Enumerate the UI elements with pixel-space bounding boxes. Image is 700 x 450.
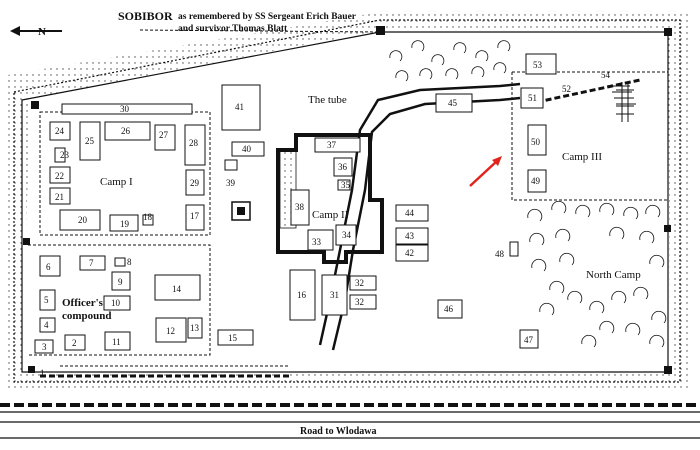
building-43: 43 xyxy=(405,231,415,241)
building-46: 46 xyxy=(444,304,454,314)
building-4: 4 xyxy=(44,320,49,330)
road xyxy=(0,421,700,439)
building-45: 45 xyxy=(448,98,458,108)
pit-marker xyxy=(231,201,251,221)
building-13: 13 xyxy=(190,323,200,333)
perimeter-fence xyxy=(13,19,681,383)
building-44: 44 xyxy=(405,208,415,218)
building-16: 16 xyxy=(297,290,307,300)
building-41: 41 xyxy=(235,102,244,112)
forest-trees xyxy=(389,40,667,348)
road-label: Road to Wlodawa xyxy=(300,426,377,437)
camp1-label: Camp I xyxy=(100,176,133,188)
map-title: SOBIBOR xyxy=(118,9,173,23)
railway xyxy=(0,374,700,413)
building-38: 38 xyxy=(295,202,305,212)
building-27: 27 xyxy=(159,130,169,140)
building-54: 54 xyxy=(601,70,611,80)
camp3-label: Camp III xyxy=(562,151,602,163)
officers-label-2: compound xyxy=(62,310,112,322)
red-arrow xyxy=(469,156,502,187)
building-18: 18 xyxy=(143,212,153,222)
building-1: 1 xyxy=(40,368,45,378)
building-53: 53 xyxy=(533,60,543,70)
building-52: 52 xyxy=(562,84,571,94)
north-camp-label: North Camp xyxy=(586,269,641,281)
tube-label: The tube xyxy=(308,94,347,106)
building-24: 24 xyxy=(55,126,65,136)
subtitle-line-1: as remembered by SS Sergeant Erich Bauer xyxy=(178,12,357,22)
building-21: 21 xyxy=(55,192,64,202)
north-label: N xyxy=(38,26,46,38)
building-29: 29 xyxy=(190,178,200,188)
building-11: 11 xyxy=(112,337,121,347)
building-number-labels: 1 2 3 4 5 6 7 8 9 10 11 12 13 14 15 16 1… xyxy=(40,60,611,378)
camp2-wall xyxy=(276,133,384,264)
watchtowers xyxy=(23,26,672,374)
building-48: 48 xyxy=(495,249,505,259)
building-25: 25 xyxy=(85,136,95,146)
building-5: 5 xyxy=(44,295,49,305)
building-15: 15 xyxy=(228,333,238,343)
building-9: 9 xyxy=(118,277,123,287)
building-36: 36 xyxy=(338,162,348,172)
building-19: 19 xyxy=(120,219,130,229)
camp2-label: Camp II xyxy=(312,209,349,221)
building-26: 26 xyxy=(121,126,131,136)
building-50: 50 xyxy=(531,137,541,147)
building-39: 39 xyxy=(226,178,236,188)
officers-label-1: Officer's xyxy=(62,297,104,309)
building-20: 20 xyxy=(78,215,88,225)
building-47: 47 xyxy=(524,335,534,345)
building-12: 12 xyxy=(166,326,175,336)
building-49: 49 xyxy=(531,176,541,186)
building-10: 10 xyxy=(111,298,121,308)
building-22: 22 xyxy=(55,171,64,181)
building-3: 3 xyxy=(42,342,47,352)
building-37: 37 xyxy=(327,140,337,150)
building-8: 8 xyxy=(127,257,132,267)
building-32b: 32 xyxy=(355,297,364,307)
building-2: 2 xyxy=(72,338,77,348)
building-23: 23 xyxy=(60,150,70,160)
building-40: 40 xyxy=(242,144,252,154)
building-17: 17 xyxy=(190,211,200,221)
building-33: 33 xyxy=(312,237,322,247)
building-34: 34 xyxy=(342,230,352,240)
building-31: 31 xyxy=(330,290,339,300)
camp3-pits xyxy=(616,82,634,122)
north-arrow: N xyxy=(10,26,62,38)
building-28: 28 xyxy=(189,138,199,148)
building-6: 6 xyxy=(46,262,51,272)
buildings xyxy=(34,53,557,354)
building-51: 51 xyxy=(528,93,537,103)
building-35: 35 xyxy=(341,180,351,190)
subtitle-line-2: and survivor Thomas Blatt xyxy=(178,24,288,34)
building-32a: 32 xyxy=(355,278,364,288)
building-30: 30 xyxy=(120,104,130,114)
building-14: 14 xyxy=(172,284,182,294)
building-42: 42 xyxy=(405,248,414,258)
building-7: 7 xyxy=(89,258,94,268)
